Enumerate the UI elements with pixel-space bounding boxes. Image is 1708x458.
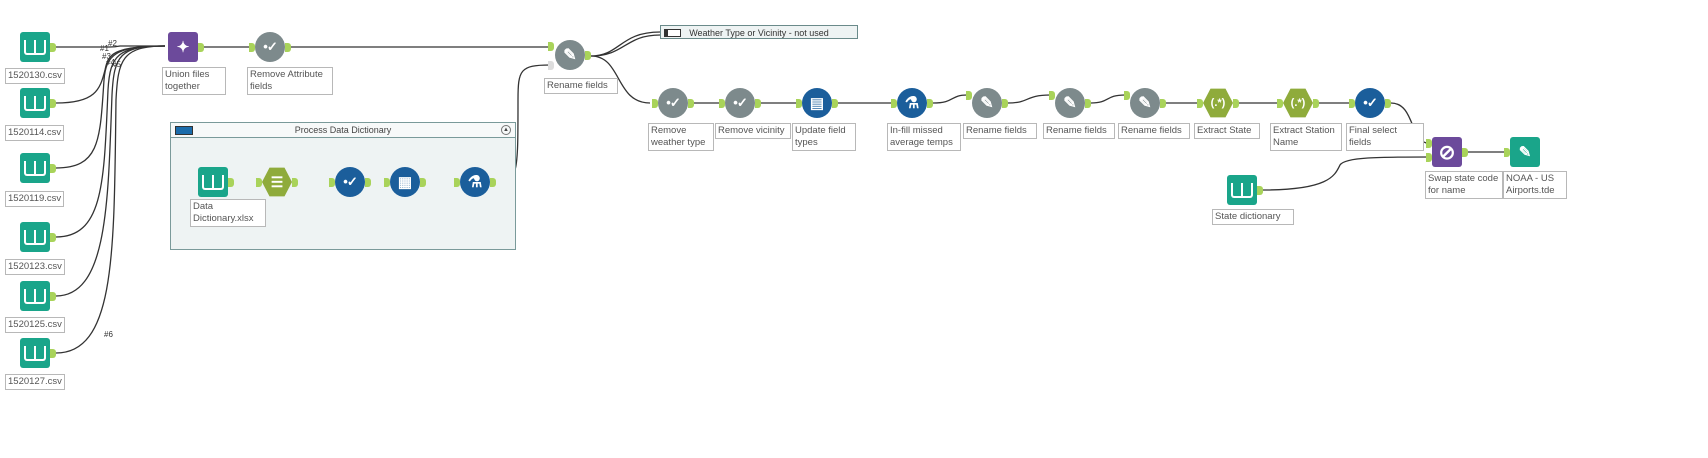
comment-text: Weather Type or Vicinity - not used bbox=[689, 28, 829, 38]
flask-icon bbox=[460, 167, 490, 197]
union-tag: #3 bbox=[102, 52, 111, 61]
input-book-icon bbox=[20, 153, 50, 183]
dynamic-rename-icon bbox=[555, 40, 585, 70]
select-icon bbox=[255, 32, 285, 62]
formula-icon bbox=[262, 167, 292, 197]
wire bbox=[590, 31, 661, 57]
input-book-icon bbox=[20, 222, 50, 252]
select-icon bbox=[658, 88, 688, 118]
input-book-icon bbox=[20, 88, 50, 118]
container-toggle[interactable] bbox=[175, 126, 193, 135]
tool-label: Union files together bbox=[162, 67, 226, 95]
union-tag: #5 bbox=[112, 60, 121, 69]
dynamic-rename-icon bbox=[1130, 88, 1160, 118]
tool-label: Rename fields bbox=[1043, 123, 1115, 139]
tool-label: Rename fields bbox=[963, 123, 1037, 139]
tool-label: State dictionary bbox=[1212, 209, 1294, 225]
tool-label: Rename fields bbox=[1118, 123, 1190, 139]
regex-icon bbox=[1203, 88, 1233, 118]
union-dna-icon bbox=[168, 32, 198, 62]
input-book-icon bbox=[20, 32, 50, 62]
select-icon bbox=[335, 167, 365, 197]
wire bbox=[590, 55, 651, 104]
wire bbox=[694, 94, 1350, 104]
input-book-icon bbox=[20, 281, 50, 311]
select-icon bbox=[1355, 88, 1385, 118]
union-tag: #2 bbox=[108, 39, 117, 48]
find-replace-icon bbox=[1432, 137, 1462, 167]
flask-icon bbox=[897, 88, 927, 118]
update-icon bbox=[802, 88, 832, 118]
tool-label: In-fill missed average temps bbox=[887, 123, 961, 151]
union-tag: #1 bbox=[100, 44, 109, 53]
comment-box[interactable]: Weather Type or Vicinity - not used bbox=[660, 25, 858, 39]
wire bbox=[1262, 156, 1429, 191]
wire bbox=[56, 45, 165, 48]
tool-label: Remove weather type bbox=[648, 123, 714, 151]
output-icon bbox=[1510, 137, 1540, 167]
dynamic-rename-icon bbox=[972, 88, 1002, 118]
tool-label: Remove vicinity bbox=[715, 123, 791, 139]
collapse-icon[interactable]: ▲ bbox=[501, 125, 511, 135]
union-tag: #6 bbox=[104, 330, 113, 339]
tool-label: Extract Station Name bbox=[1270, 123, 1342, 151]
tool-label: Swap state code for name bbox=[1425, 171, 1503, 199]
wire bbox=[55, 45, 166, 238]
tool-label: NOAA - US Airports.tde bbox=[1503, 171, 1567, 199]
tool-label: Remove Attribute fields bbox=[247, 67, 333, 95]
tool-label: 1520123.csv bbox=[5, 259, 65, 275]
tool-label: 1520114.csv bbox=[5, 125, 65, 141]
tool-label: 1520130.csv bbox=[5, 68, 65, 84]
tool-label: Rename fields bbox=[544, 78, 618, 94]
tool-label: Extract State bbox=[1194, 123, 1260, 139]
container-title: Process Data Dictionary bbox=[294, 125, 392, 135]
dynamic-rename-icon bbox=[1055, 88, 1085, 118]
input-book-icon bbox=[198, 167, 228, 197]
tool-label: Data Dictionary.xlsx bbox=[190, 199, 266, 227]
regex-icon bbox=[1283, 88, 1313, 118]
tool-label: 1520125.csv bbox=[5, 317, 65, 333]
input-book-icon bbox=[1227, 175, 1257, 205]
tool-label: 1520119.csv bbox=[5, 191, 65, 207]
toggle-icon[interactable] bbox=[664, 29, 681, 37]
select-icon bbox=[725, 88, 755, 118]
tool-label: 1520127.csv bbox=[5, 374, 65, 390]
union-tag: #4 bbox=[106, 58, 115, 67]
wire bbox=[55, 45, 166, 169]
tool-label: Final select fields bbox=[1346, 123, 1424, 151]
wire bbox=[55, 45, 166, 297]
container-header: Process Data Dictionary ▲ bbox=[171, 123, 515, 138]
wire bbox=[55, 45, 166, 354]
multi-field-icon bbox=[390, 167, 420, 197]
input-book-icon bbox=[20, 338, 50, 368]
tool-label: Update field types bbox=[792, 123, 856, 151]
